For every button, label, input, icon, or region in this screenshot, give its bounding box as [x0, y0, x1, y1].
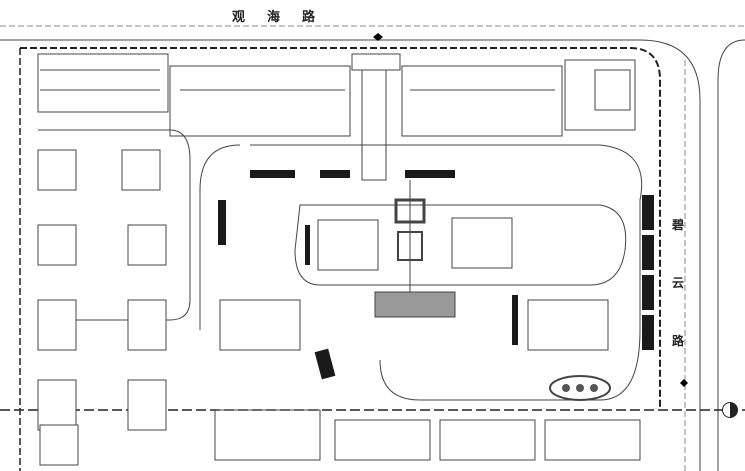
road-name-top: 观海路: [232, 10, 338, 25]
court-markers: [562, 384, 598, 392]
villa-blocks: [37, 149, 167, 466]
south-buildings: [214, 409, 641, 461]
road-right-edge: [717, 39, 745, 471]
center-axis: [361, 69, 387, 181]
west-loop: [38, 129, 191, 321]
sports-court: [549, 375, 611, 401]
inner-ring-road: [199, 144, 643, 401]
site-boundary: [20, 47, 661, 410]
inner-loop: [294, 204, 627, 286]
parking-strips: [218, 170, 654, 380]
commercial-row: [37, 53, 636, 137]
road-name-right: 碧云路: [672, 218, 685, 348]
entrance-arrow-right: [680, 379, 688, 387]
north-arrow-icon: [722, 402, 738, 418]
tower-blocks: [219, 217, 609, 351]
entrance-arrow-top: [373, 33, 383, 41]
road-top-edge: [0, 39, 701, 471]
